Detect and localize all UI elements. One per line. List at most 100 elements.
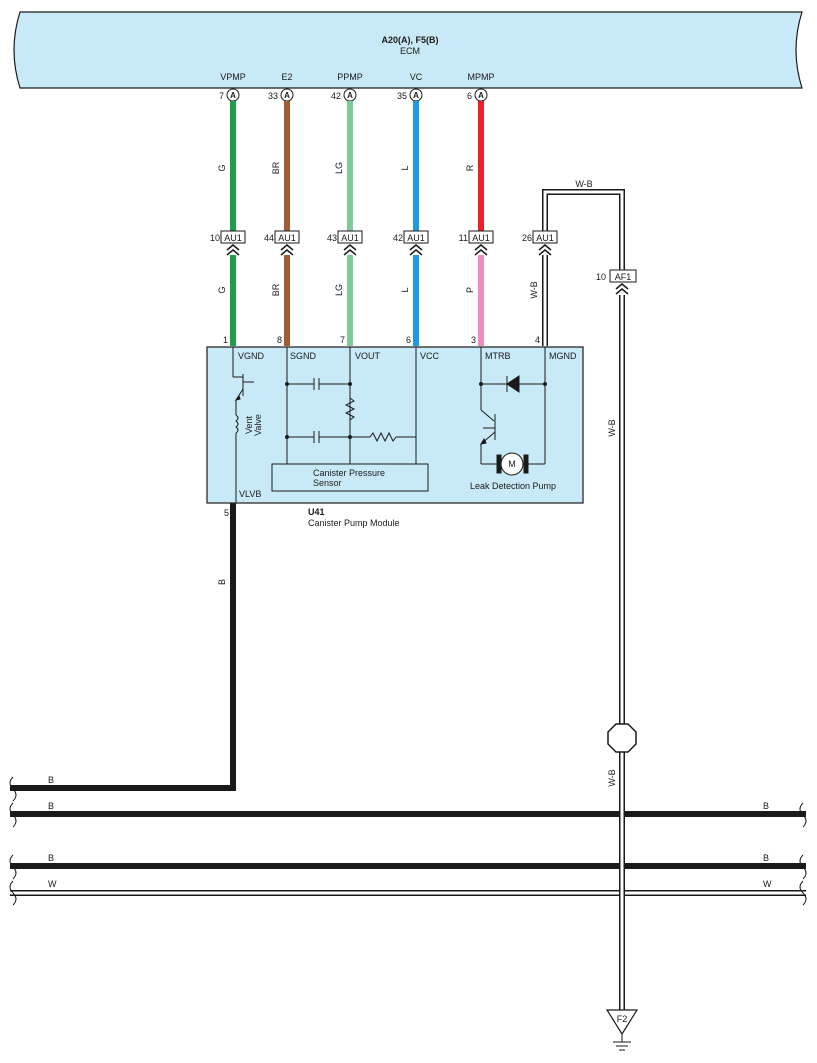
module-pin-number: 6 — [406, 335, 411, 345]
au1-pin-number: 10 — [210, 233, 220, 243]
au1-connector: 11 AU1 — [459, 230, 494, 256]
vlvb-pin-number: 5 — [224, 508, 229, 518]
af1-chevron-icon — [615, 283, 629, 295]
vlvb-label: VLVB — [239, 489, 261, 499]
module-code: U41 — [308, 507, 325, 517]
ecm-pin-mpmp: MPMP 6 A — [467, 72, 495, 102]
wire-color-label: P — [465, 287, 475, 293]
af1-name: AF1 — [615, 272, 632, 282]
terminal-label: VGND — [238, 351, 265, 361]
au1-connector: 44 AU1 — [264, 230, 300, 256]
pressure-sensor-label: Sensor — [313, 478, 342, 488]
sensor-nodes — [285, 382, 352, 439]
ecm-code: A20(A), F5(B) — [381, 35, 438, 45]
bus-label: B — [763, 801, 769, 811]
terminal-label: VOUT — [355, 351, 381, 361]
module-pin-number: 3 — [471, 335, 476, 345]
au1-box — [468, 230, 494, 244]
pump-label: Leak Detection Pump — [470, 481, 556, 491]
ecm-pin-name: PPMP — [337, 72, 363, 82]
bus-label: B — [48, 775, 54, 785]
motor-label: M — [508, 459, 516, 469]
au1-box — [337, 230, 363, 244]
connector-af1: 10 AF1 — [596, 269, 637, 295]
au1-connector: 42 AU1 — [393, 230, 429, 256]
au1-name: AU1 — [278, 233, 296, 243]
au1-pin-number: 43 — [327, 233, 337, 243]
ecm-pin-conn: A — [413, 91, 419, 100]
terminal-label: SGND — [290, 351, 317, 361]
module-pin-number: 7 — [340, 335, 345, 345]
ecm-pin-name: E2 — [281, 72, 292, 82]
ecm-pin-conn: A — [230, 91, 236, 100]
ecm-pin-number: 6 — [467, 91, 472, 101]
module-pin-number: 8 — [277, 335, 282, 345]
terminal-label: MGND — [549, 351, 577, 361]
resistor-icon — [369, 431, 397, 443]
au1-box — [403, 230, 429, 244]
ecm-pin-conn: A — [347, 91, 353, 100]
wire-mgnd-wb-upper-fill — [543, 190, 624, 270]
break-marks — [9, 776, 807, 906]
motor-icon — [500, 452, 524, 476]
ecm-pin-conn: A — [478, 91, 484, 100]
ecm-pin-name: VC — [410, 72, 423, 82]
ecm-name: ECM — [400, 46, 420, 56]
au1-name: AU1 — [224, 233, 242, 243]
chevron-up-icon — [343, 244, 357, 256]
wire-color-label: BR — [271, 283, 281, 296]
wire-color-label: W-B — [529, 281, 539, 298]
wire-color-label: L — [400, 165, 410, 170]
bus-label: B — [48, 801, 54, 811]
chevron-up-icon — [538, 244, 552, 256]
au1-box — [274, 230, 300, 244]
au1-name: AU1 — [536, 233, 554, 243]
splice-octagon-icon — [607, 723, 637, 753]
wire-color-label: W-B — [607, 769, 617, 786]
vent-valve-label: VentValve — [244, 414, 263, 436]
wire-color-label: LG — [334, 162, 344, 174]
ecm-pin-ppmp: PPMP 42 A — [331, 72, 363, 102]
au1-pin-number: 44 — [264, 233, 274, 243]
vent-valve-coil-icon — [235, 414, 239, 434]
wire-color-label: B — [217, 579, 227, 585]
pressure-sensor-box — [271, 463, 429, 492]
wire-color-label: W-B — [607, 419, 617, 436]
ecm-pin-number: 7 — [219, 91, 224, 101]
module-pin-number: 4 — [535, 335, 540, 345]
au1-pin-number: 42 — [393, 233, 403, 243]
wire-color-label: G — [217, 164, 227, 171]
au1-name: AU1 — [472, 233, 490, 243]
ecm-box — [13, 11, 803, 89]
leak-pump-circuit — [479, 347, 546, 476]
ecm-pin-number: 42 — [331, 91, 341, 101]
wire-color-label: R — [465, 164, 475, 171]
module-pin-number: 1 — [223, 335, 228, 345]
au1-pin-number: 11 — [459, 233, 468, 243]
wire-color-label: BR — [271, 161, 281, 174]
pressure-sensor-label: Canister Pressure — [313, 468, 385, 478]
vent-valve-circuit — [232, 347, 254, 503]
au1-name: AU1 — [407, 233, 425, 243]
ecm-pin-name: MPMP — [468, 72, 495, 82]
resistor-icon — [344, 397, 356, 421]
au1-box — [220, 230, 246, 244]
wire-color-label: W-B — [575, 179, 592, 189]
bus-label: B — [48, 853, 54, 863]
module-name: Canister Pump Module — [308, 518, 400, 528]
au1-connector: 26 AU1 — [522, 230, 558, 256]
wire-color-label: G — [217, 286, 227, 293]
bus-label: W — [48, 879, 57, 889]
chevron-up-icon — [409, 244, 423, 256]
chevron-up-icon — [226, 244, 240, 256]
au1-pin-number: 26 — [522, 233, 532, 243]
pump-nodes — [479, 382, 547, 386]
terminal-label: VCC — [420, 351, 440, 361]
ecm-pin-name: VPMP — [220, 72, 246, 82]
wire-color-label: L — [400, 287, 410, 292]
bus-label: B — [763, 853, 769, 863]
wire-color-label: LG — [334, 284, 344, 296]
